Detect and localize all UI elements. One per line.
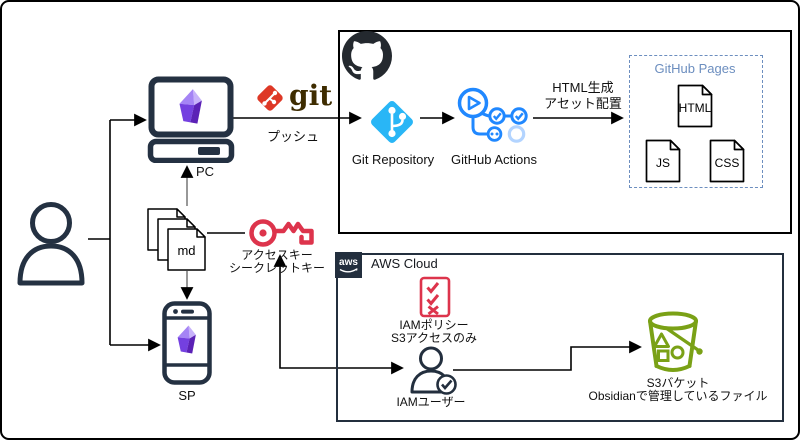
push-label: プッシュ (266, 129, 320, 144)
deploy-label-line1: HTML生成 (552, 80, 614, 95)
sp-icon (162, 301, 212, 385)
md-files-icon (147, 208, 206, 271)
iam-policy-line1: IAMポリシー (399, 318, 469, 332)
github-pages-box (629, 55, 763, 188)
git-wordmark: git (289, 79, 333, 112)
pc-label: PC (195, 164, 215, 179)
css-file-icon: CSS (709, 139, 745, 183)
deploy-label-line2: アセット配置 (544, 96, 622, 111)
iam-policy-icon (419, 276, 451, 318)
iam-policy-line2: S3アクセスのみ (390, 331, 478, 345)
html-file-label: HTML (678, 101, 712, 115)
access-key-line2: シークレットキー (228, 261, 326, 275)
git-repository-icon (371, 101, 413, 143)
html-file-icon: HTML (677, 84, 713, 128)
access-key-icon (249, 219, 314, 247)
pc-icon (147, 76, 235, 163)
md-label: md (177, 243, 196, 258)
svg-text:aws: aws (339, 257, 358, 268)
s3-line2: Obsidianで管理しているファイル (588, 389, 768, 403)
css-file-label: CSS (714, 156, 740, 170)
github-box (338, 30, 792, 234)
obsidian-icon (179, 89, 202, 124)
aws-cloud-box (336, 253, 784, 422)
s3-line1: S3バケット (646, 376, 710, 390)
github-pages-title: GitHub Pages (654, 61, 736, 76)
iam-user-icon (410, 346, 457, 395)
aws-cloud-title: AWS Cloud (371, 256, 438, 271)
iam-policy-label: IAMポリシー S3アクセスのみ (391, 319, 477, 345)
github-actions-icon (457, 87, 528, 143)
access-key-label: アクセスキー シークレットキー (229, 249, 325, 275)
github-octocat-icon (342, 31, 392, 80)
aws-logo-icon: aws (335, 252, 362, 278)
access-key-line1: アクセスキー (241, 248, 313, 262)
sp-label: SP (178, 388, 196, 403)
github-actions-label: GitHub Actions (451, 152, 537, 167)
git-repository-label: Git Repository (351, 152, 435, 167)
s3-bucket-icon (648, 311, 703, 372)
iam-user-label: IAMユーザー (396, 395, 466, 409)
deploy-arrow-label: HTML生成 アセット配置 (544, 80, 622, 112)
obsidian-icon (177, 325, 196, 354)
git-logo-icon (257, 85, 283, 111)
s3-bucket-label: S3バケット Obsidianで管理しているファイル (588, 377, 767, 403)
js-file-label: JS (655, 156, 670, 170)
js-file-icon: JS (645, 139, 681, 183)
person-icon (17, 202, 85, 286)
